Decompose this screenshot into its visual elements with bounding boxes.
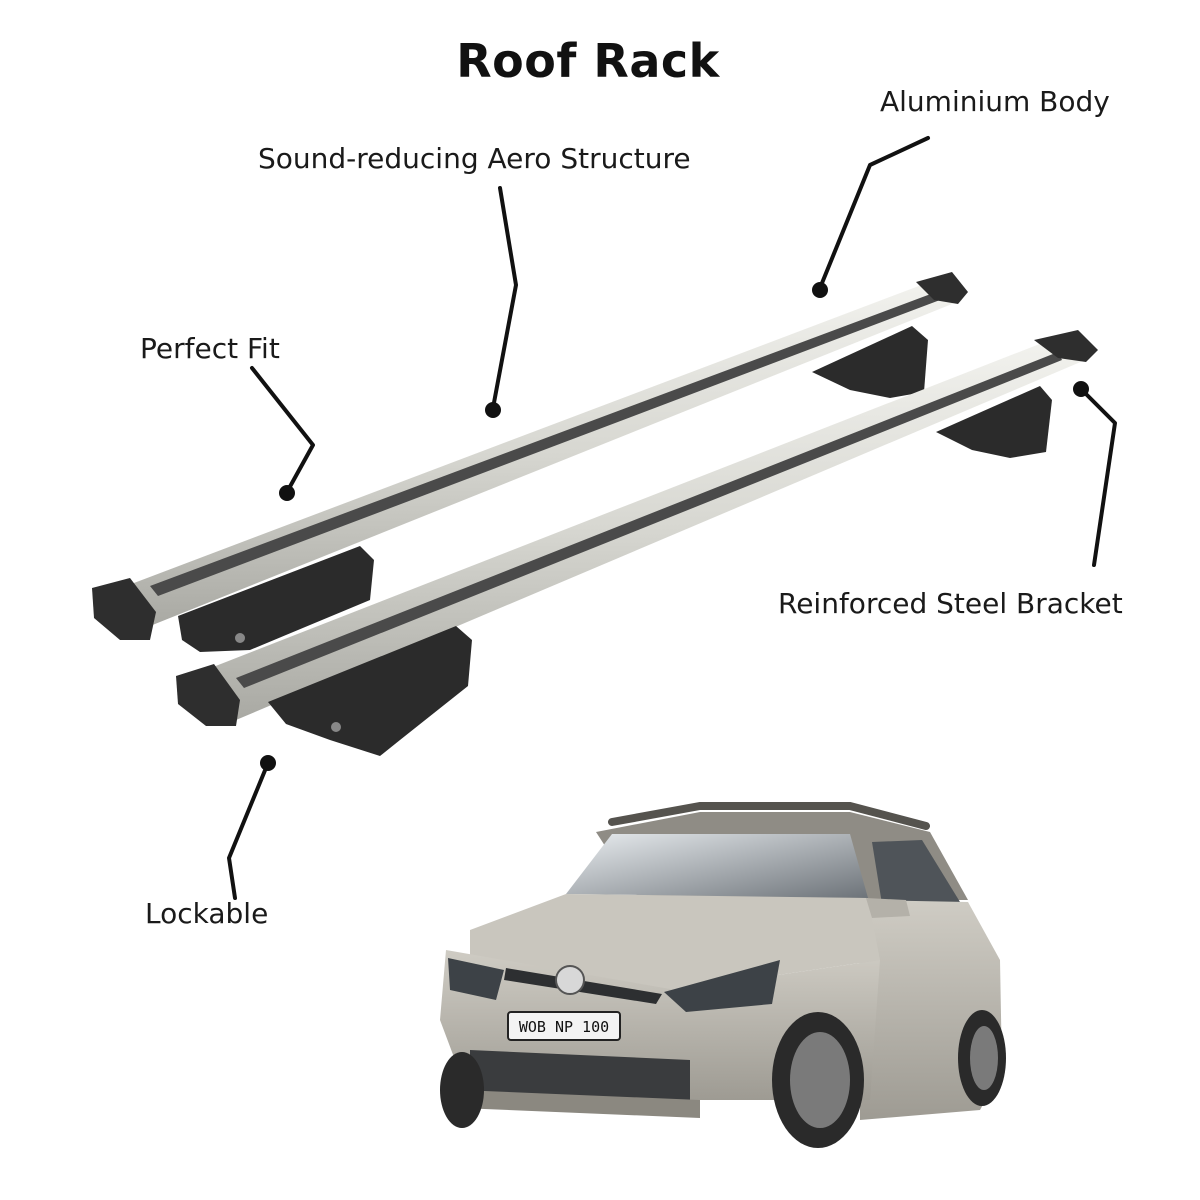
front-bar-lock: [331, 722, 341, 732]
car-headlight-right: [664, 960, 780, 1012]
car-mirror: [866, 898, 910, 918]
front-bar-cap-near: [176, 664, 240, 726]
rear-bar-cap-near: [92, 578, 156, 640]
callout-lockable: Lockable: [145, 897, 269, 930]
car-skid-plate: [460, 1090, 700, 1118]
leader-aluminium: [818, 136, 930, 290]
rear-bar-near-foot: [178, 546, 374, 652]
callout-perfect-fit: Perfect Fit: [140, 332, 280, 365]
front-bar-far-foot: [936, 386, 1052, 458]
car-windshield: [566, 834, 868, 898]
callout-aluminium-body: Aluminium Body: [880, 85, 1110, 118]
dot-aero: [485, 402, 501, 418]
dot-aluminium: [812, 282, 828, 298]
car-license-plate: [507, 1011, 621, 1041]
car-headlight-left: [448, 958, 504, 1000]
car-badge: [555, 965, 585, 995]
leader-steel: [1080, 388, 1117, 567]
car-illustration: WOB NP 100: [440, 802, 1006, 1148]
callout-steel-bracket: Reinforced Steel Bracket: [778, 587, 1123, 620]
car-front-left-tire: [440, 1052, 484, 1128]
front-bar-cap-far: [1034, 330, 1098, 362]
rear-bar-channel: [150, 292, 940, 596]
dot-steel: [1073, 381, 1089, 397]
dot-lockable: [260, 755, 276, 771]
dot-fit: [279, 485, 295, 501]
rear-bar-lock: [235, 633, 245, 643]
car-roof-rail: [608, 802, 930, 830]
leader-fit: [250, 366, 315, 494]
car-license-plate-text: WOB NP 100: [519, 1018, 609, 1036]
front-crossbar: [176, 330, 1098, 756]
car-rear-wheel-rim: [970, 1026, 998, 1090]
infographic-title: Roof Rack: [456, 34, 720, 88]
rear-crossbar: [92, 272, 968, 652]
car-side-window: [872, 840, 960, 904]
leader-aero: [491, 186, 518, 410]
car-front-wheel-rim: [790, 1032, 850, 1128]
callout-leaders: [227, 136, 1117, 900]
rear-bar-cap-far: [916, 272, 968, 304]
rear-bar-far-foot: [812, 326, 928, 398]
car-lower-intake: [470, 1050, 690, 1100]
leader-lockable: [227, 761, 270, 900]
front-bar-near-foot: [268, 626, 472, 756]
front-bar-channel: [236, 352, 1062, 688]
callout-dots: [260, 282, 1089, 771]
callout-aero-structure: Sound-reducing Aero Structure: [258, 142, 691, 175]
